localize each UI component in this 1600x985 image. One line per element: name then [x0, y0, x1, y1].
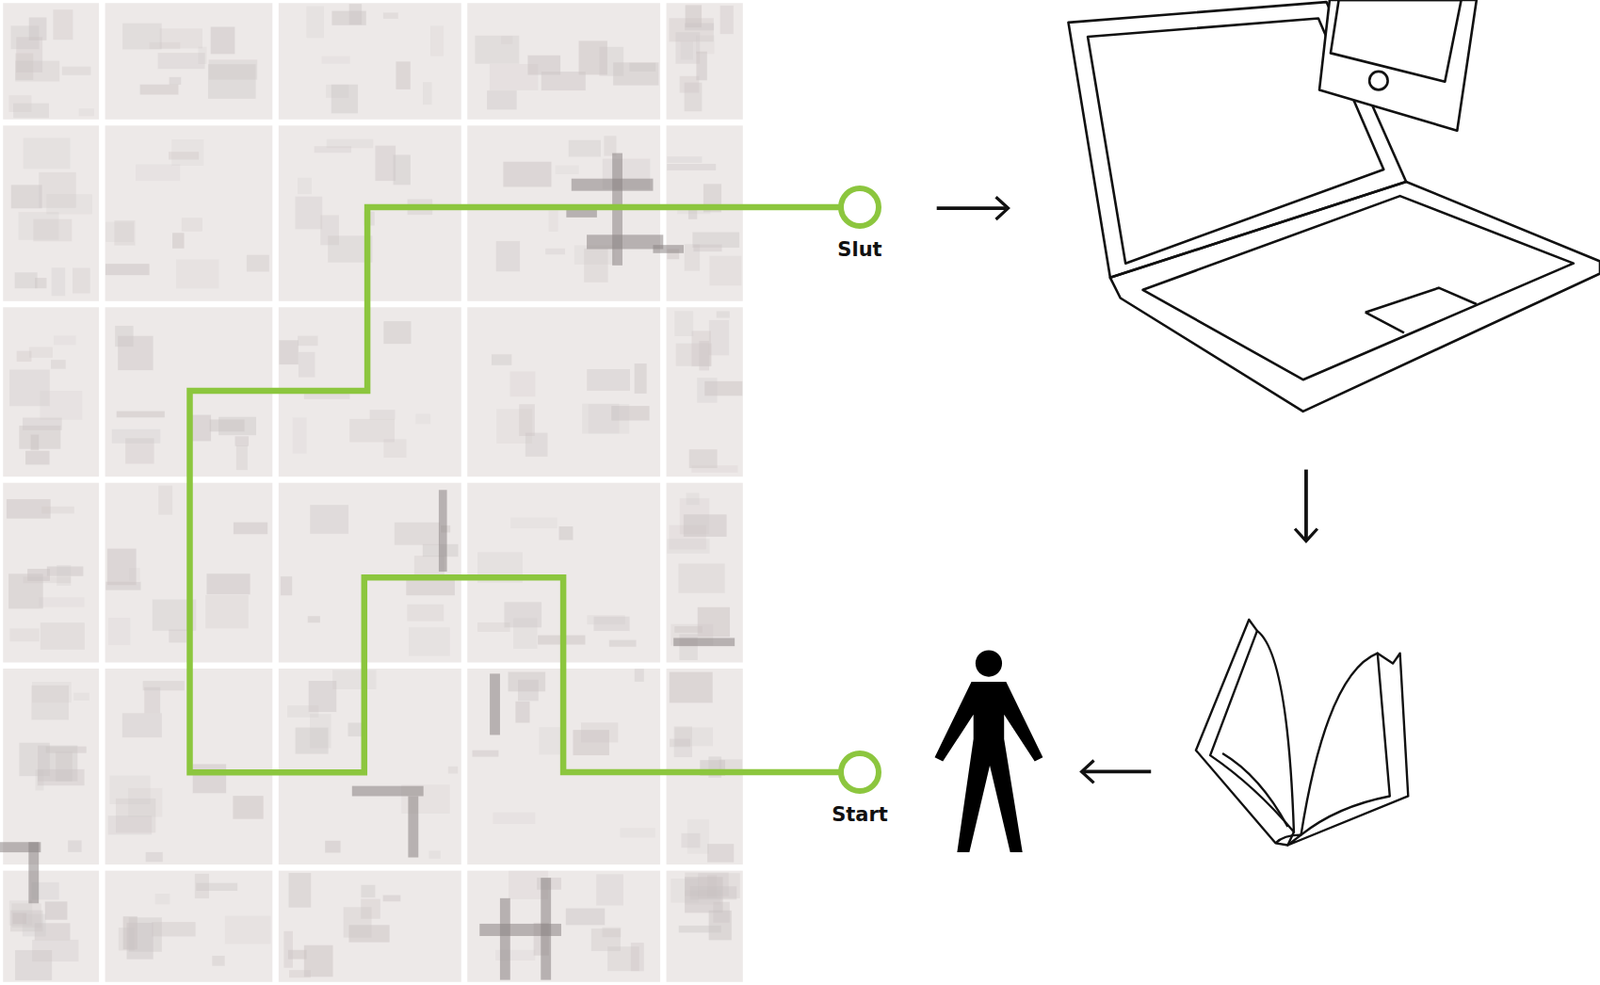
route-line [190, 207, 841, 773]
person-icon [935, 649, 1044, 853]
route-marker: Start [817, 749, 903, 826]
book-icon [1195, 619, 1408, 846]
marker-circle [837, 749, 883, 795]
marker-label: Slut [837, 239, 882, 261]
marker-circle [837, 184, 883, 230]
phone-icon [1319, 0, 1477, 131]
map-tiles [0, 0, 744, 985]
route-marker: Slut [817, 184, 903, 261]
marker-label: Start [831, 804, 889, 826]
